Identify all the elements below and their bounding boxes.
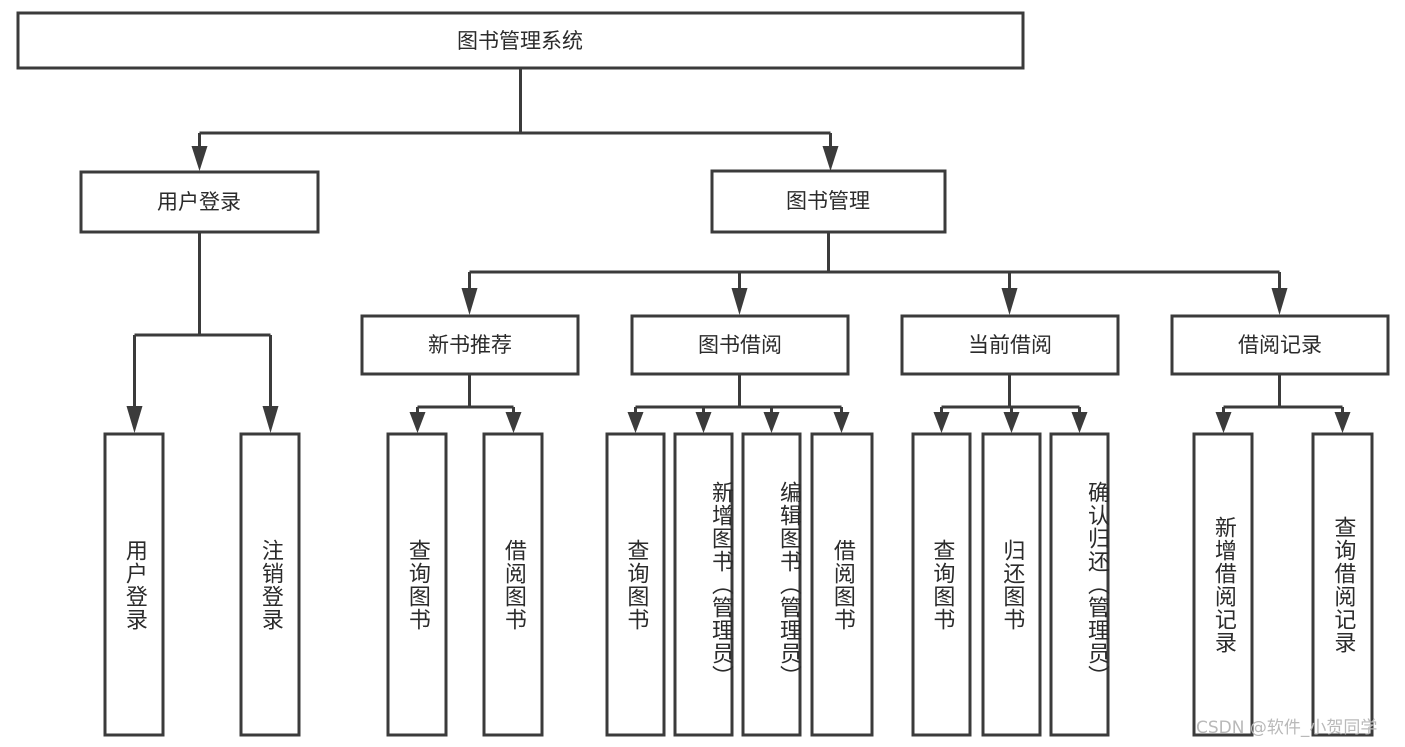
- leaf-box-query-book-c[interactable]: [911, 432, 972, 737]
- node-book-management-box[interactable]: [710, 169, 947, 234]
- edge-group-bookborrow-to-leaves: [627, 374, 850, 433]
- node-borrow-record-box[interactable]: [1170, 314, 1390, 376]
- node-borrow-record-label: 借阅记录: [1238, 333, 1322, 357]
- leaf-box-add-record[interactable]: [1192, 432, 1254, 737]
- node-root-label: 图书管理系统: [457, 29, 583, 53]
- node-current-borrow[interactable]: 当前借阅: [900, 314, 1120, 376]
- leaf-box-query-book-b[interactable]: [605, 432, 666, 737]
- edge-group-currentborrow-to-leaves: [933, 374, 1088, 433]
- node-new-book-recommend-box[interactable]: [360, 314, 580, 376]
- arrow-head-borrow-record: [1271, 288, 1288, 315]
- leaf-box-borrow-book-b[interactable]: [810, 432, 874, 737]
- watermark-text: CSDN @软件_小贺同学: [1196, 718, 1378, 738]
- arrow-head-current-borrow: [1001, 288, 1018, 315]
- arrow-head-leaf-add-record: [1215, 412, 1232, 433]
- node-new-book-recommend-label: 新书推荐: [428, 333, 512, 357]
- node-current-borrow-box[interactable]: [900, 314, 1120, 376]
- node-root-box[interactable]: [16, 11, 1025, 70]
- arrow-head-leaf-query-book-b: [627, 412, 644, 433]
- arrow-head-leaf-confirm-return: [1071, 412, 1088, 433]
- arrow-head-book-mgmt: [822, 146, 839, 171]
- node-user-login[interactable]: 用户登录: [79, 170, 320, 234]
- leaf-box-logout[interactable]: [239, 432, 301, 737]
- node-current-borrow-label: 当前借阅: [968, 333, 1052, 357]
- node-root[interactable]: 图书管理系统: [16, 11, 1025, 70]
- arrow-head-leaf-user-login: [126, 406, 143, 433]
- arrow-head-leaf-borrow-book-b: [833, 412, 850, 433]
- arrow-head-new-book-rec: [461, 288, 478, 315]
- node-user-login-box[interactable]: [79, 170, 320, 234]
- edge-group-borrowrecord-to-leaves: [1215, 374, 1351, 433]
- arrow-head-leaf-edit-book: [763, 412, 780, 433]
- node-book-management[interactable]: 图书管理: [710, 169, 947, 234]
- leaf-box-group: [103, 432, 1374, 737]
- arrow-head-leaf-query-record: [1334, 412, 1351, 433]
- leaf-box-query-book-a[interactable]: [386, 432, 448, 737]
- edge-group-userlogin-to-leaves: [126, 232, 279, 433]
- node-borrow-record[interactable]: 借阅记录: [1170, 314, 1390, 376]
- leaf-box-user-login[interactable]: [103, 432, 165, 737]
- leaf-box-confirm-return[interactable]: [1049, 432, 1110, 737]
- leaf-box-borrow-book-a[interactable]: [482, 432, 544, 737]
- arrow-head-leaf-borrow-book-a: [505, 412, 522, 433]
- leaf-box-edit-book[interactable]: [741, 432, 802, 737]
- edge-group-bookmgmt-to-level2: [461, 232, 1288, 315]
- arrow-head-leaf-return-book: [1003, 412, 1020, 433]
- node-user-login-label: 用户登录: [157, 190, 241, 214]
- arrow-head-book-borrow: [731, 288, 748, 315]
- arrow-head-leaf-query-book-c: [933, 412, 950, 433]
- edge-group-root-to-level1: [191, 68, 839, 171]
- arrow-head-leaf-add-book: [695, 412, 712, 433]
- leaf-box-return-book[interactable]: [981, 432, 1042, 737]
- edge-group-newbook-to-leaves: [409, 374, 522, 433]
- leaf-box-query-record[interactable]: [1311, 432, 1374, 737]
- leaf-box-add-book[interactable]: [673, 432, 734, 737]
- arrow-head-leaf-logout: [262, 406, 279, 433]
- node-book-borrow-box[interactable]: [630, 314, 850, 376]
- node-book-management-label: 图书管理: [786, 189, 870, 213]
- arrow-head-user-login: [191, 146, 208, 171]
- node-new-book-recommend[interactable]: 新书推荐: [360, 314, 580, 376]
- arrow-head-leaf-query-book-a: [409, 412, 426, 433]
- node-book-borrow-label: 图书借阅: [698, 333, 782, 357]
- node-book-borrow[interactable]: 图书借阅: [630, 314, 850, 376]
